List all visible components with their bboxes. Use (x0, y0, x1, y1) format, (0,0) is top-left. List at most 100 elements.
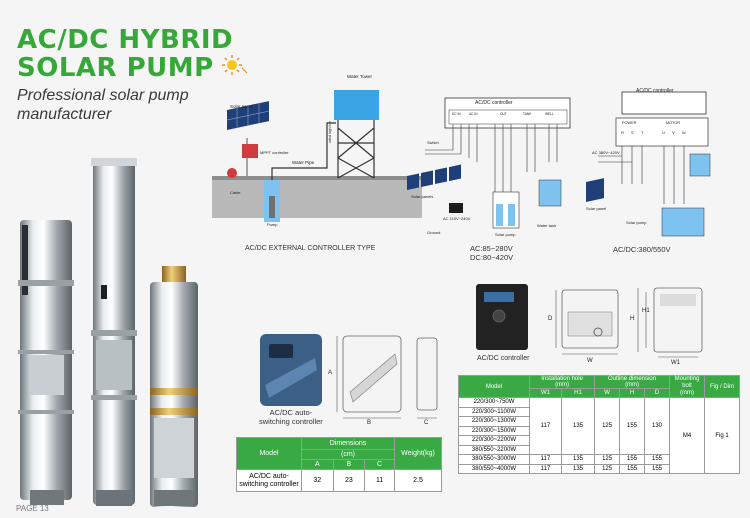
large-row-model: 220/300~1500W (458, 425, 530, 436)
external-diagram-caption: AC/DC EXTERNAL CONTROLLER TYPE (245, 245, 376, 252)
large-row-model: 380/550~3000W (458, 454, 530, 465)
large-sub-h1: H1 (560, 388, 596, 398)
large-mounting-header: Mounting bolt (mm) (669, 375, 705, 398)
group-ac-in: AC IN (469, 112, 478, 116)
external-controller-diagram: Water Tower rated high line Solar panel … (212, 74, 422, 227)
large-row-h1: 135 (560, 454, 596, 465)
outline-unit-text: (mm) (625, 382, 640, 388)
pump-label: Pump (267, 222, 278, 227)
group-w: 125 (594, 397, 621, 455)
solar-pump-label-2: Solar pump (626, 220, 647, 225)
group-h1: 135 (560, 397, 596, 455)
small-sub-a: A (301, 459, 334, 470)
small-row-model: AC/DC auto- switching controller (236, 469, 302, 492)
large-installation-header: Installation hole (mm) (528, 375, 596, 389)
group-power: POWER (622, 121, 637, 125)
terminal-s: S (631, 130, 634, 135)
small-model-header: Model (236, 437, 302, 470)
large-row-w: 125 (594, 454, 621, 465)
table-row: 380/550~4000W 117 135 125 155 155 (458, 463, 740, 474)
small-row-weight: 2.5 (394, 469, 442, 492)
group-h: 155 (619, 397, 646, 455)
large-outline-header: Outline dimension (mm) (594, 375, 670, 389)
small-row-a: 32 (301, 469, 334, 492)
auto-switching-caption-line-2: switching controller (259, 417, 323, 426)
small-dimensions-unit: (cm) (301, 449, 395, 460)
page-number: PAGE 13 (16, 504, 49, 513)
spec-ac-range: AC:85~280V (470, 244, 513, 253)
spec-dc-range: DC:80~420V (470, 253, 514, 262)
subtitle-line-1: Professional solar pump (17, 87, 189, 104)
pump-products-image (18, 158, 198, 507)
mounting-header-text: Mounting bolt (674, 376, 700, 389)
terminal-r: R (621, 130, 624, 135)
terminal-t: T (641, 130, 644, 135)
solar-panels-label: Solar panels (411, 194, 433, 199)
solar-panel-label-2: Solar panel (586, 206, 606, 211)
small-dimensions-header: Dimensions (301, 437, 395, 450)
large-row-model: 220/300~1100W (458, 406, 530, 417)
solar-pump-label-1: Solar pump (495, 232, 516, 237)
acdc-wiring-diagram-2: AC/DC controller POWER MOTOR R S T U V W… (586, 88, 711, 237)
large-fig-header: Fig / Dim (704, 375, 740, 398)
solar-panel-2 (586, 178, 604, 202)
large-sub-d: D (644, 388, 670, 398)
switch-label: Switch (427, 140, 439, 145)
acdc-spec-2: AC/DC:380/550V (613, 245, 671, 254)
controller-title-1: AC/DC controller (475, 100, 513, 106)
large-row-w: 125 (594, 463, 621, 474)
group-fig: Fig 1 (704, 397, 740, 474)
cable-label: Cable (230, 190, 241, 195)
title-line-1: AC/DC HYBRID (17, 25, 234, 55)
dim-h1-label: H1 (642, 308, 650, 314)
ac-source-label-1: AC 110V~240V (443, 216, 471, 221)
large-sub-w: W (594, 388, 621, 398)
dim-d-label: D (548, 316, 553, 322)
rated-line-label: rated high line (328, 121, 332, 143)
outline-header-text: Outline dimension (608, 376, 657, 382)
dim-h-label: H (630, 316, 634, 322)
auto-switching-caption-line-1: AC/DC auto- (269, 408, 313, 417)
page-subtitle: Professional solar pump manufacturer (17, 86, 189, 124)
auto-switching-controller-image: A B C (260, 334, 438, 425)
dim-a-label: A (328, 370, 332, 376)
small-row-c: 11 (364, 469, 395, 492)
group-tank: TANK (523, 112, 532, 116)
large-row-model: 380/550~4000W (458, 463, 530, 474)
terminal-v: V (672, 130, 675, 135)
large-row-model: 380/550~2200W (458, 444, 530, 455)
terminal-u: U (662, 130, 665, 135)
small-row-model-line-2: switching controller (239, 480, 299, 488)
installation-header-text: Installation hole (541, 376, 583, 382)
large-row-w1: 117 (529, 463, 562, 474)
ground-label: Ground (427, 230, 440, 235)
acdc-wiring-diagram-1: AC/DC controller DC IN AC IN OUT TANK WE… (407, 97, 571, 237)
mppt-label: MPPT controller (260, 150, 289, 155)
group-d: 130 (644, 397, 670, 455)
large-row-w1: 117 (529, 454, 562, 465)
mounting-unit-text: (mm) (680, 390, 694, 396)
group-well: WELL (545, 112, 554, 116)
table-row: AC/DC auto- switching controller 32 23 1… (236, 469, 442, 492)
water-pipe-label: Water Pipe (292, 160, 315, 165)
large-model-header: Model (458, 375, 530, 398)
small-sub-c: C (364, 459, 395, 470)
acdc-controller-image: D W H H1 W1 (476, 284, 703, 364)
pump-middle (91, 158, 137, 506)
terminal-w: W (682, 130, 686, 135)
dim-b-label: B (367, 420, 371, 425)
large-sub-h: H (619, 388, 646, 398)
page-title: AC/DC HYBRID SOLAR PUMP (17, 26, 233, 82)
solar-panel-image (227, 101, 269, 130)
large-row-d: 155 (644, 463, 670, 474)
group-out: OUT (500, 112, 507, 116)
small-weight-header: Weight(kg) (394, 437, 442, 470)
group-motor: MOTOR (666, 121, 680, 125)
large-row-model: 220/300~2200W (458, 435, 530, 446)
pump-left (18, 220, 74, 505)
dim-w1-label: W1 (671, 360, 681, 364)
acdc-controller-caption: AC/DC controller (477, 355, 530, 362)
table-row: 380/550~3000W 117 135 125 155 155 (458, 454, 740, 465)
installation-unit-text: (mm) (555, 382, 570, 388)
